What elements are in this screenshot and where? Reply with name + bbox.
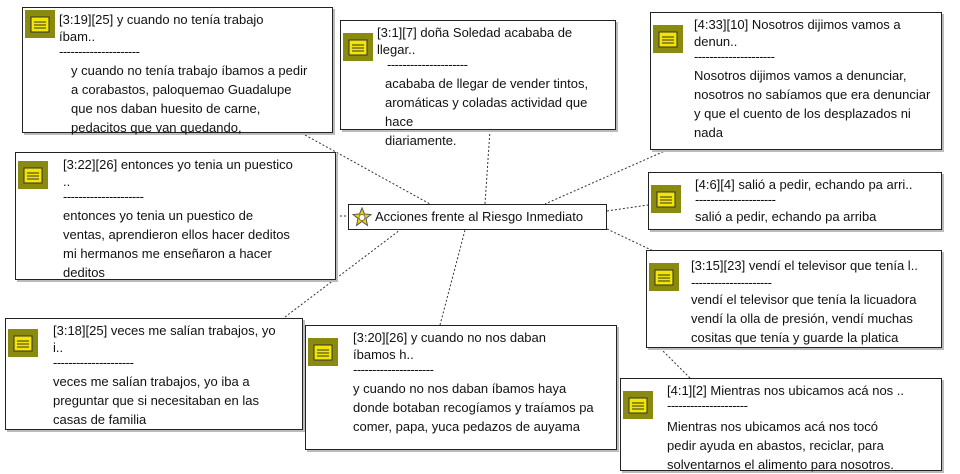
quote-title-line: llegar.. — [377, 42, 416, 57]
quote-separator: --------------------- — [53, 355, 134, 370]
memo-icon — [649, 263, 679, 291]
quote-title-line: [3:20][26] y cuando no nos daban — [353, 330, 546, 345]
quote-separator: --------------------- — [387, 57, 468, 72]
quote-separator: --------------------- — [691, 275, 772, 290]
quote-node[interactable]: [3:15][23] vendí el televisor que tenía … — [646, 250, 942, 348]
quote-separator: --------------------- — [667, 398, 748, 413]
quote-separator: --------------------- — [63, 189, 144, 204]
quote-body: salió a pedir, echando pa arriba — [695, 209, 877, 224]
connector-n7 — [284, 229, 401, 318]
quote-separator: --------------------- — [59, 44, 140, 59]
quote-node[interactable]: [4:6][4] salió a pedir, echando pa arri.… — [648, 172, 942, 230]
connector-n8 — [439, 229, 466, 326]
quote-body: entonces yo tenia un puestico de ventas,… — [63, 208, 290, 280]
quote-body: y cuando no nos daban íbamos haya donde … — [353, 381, 594, 434]
quote-title-line: [4:6][4] salió a pedir, echando pa arri.… — [695, 177, 913, 192]
quote-title-line: íbamos h.. — [353, 347, 414, 362]
quote-title-line: [3:18][25] veces me salían trabajos, yo — [53, 323, 276, 338]
memo-icon — [343, 33, 373, 61]
quote-title-line: .. — [63, 174, 71, 189]
memo-icon — [623, 391, 653, 419]
quote-separator: --------------------- — [353, 362, 434, 377]
quote-separator: --------------------- — [694, 49, 775, 64]
connector-n5 — [606, 204, 649, 212]
connector-n2 — [484, 129, 491, 205]
quote-node[interactable]: [3:20][26] y cuando no nos daban íbamos … — [305, 325, 617, 450]
quote-title-line: [3:19][25] y cuando no tenía trabajo — [59, 12, 264, 27]
memo-icon — [8, 329, 38, 357]
center-node-label: Acciones frente al Riesgo Inmediato — [375, 209, 584, 224]
quote-title-line: i.. — [53, 340, 64, 355]
quote-body: Nosotros dijimos vamos a denunciar, noso… — [694, 68, 931, 140]
quote-body: y cuando no tenía trabajo íbamos a pedir… — [71, 63, 308, 135]
quote-body: vendí el televisor que tenía la licuador… — [691, 292, 917, 345]
quote-node[interactable]: [4:33][10] Nosotros dijimos vamos a denu… — [650, 12, 942, 150]
quote-title-line: [4:33][10] Nosotros dijimos vamos a — [694, 17, 901, 32]
quote-body: acababa de llegar de vender tintos, arom… — [385, 76, 589, 148]
quote-title-line: denun.. — [694, 34, 738, 49]
quote-body: veces me salían trabajos, yo iba a pregu… — [53, 374, 259, 427]
center-node[interactable]: Acciones frente al Riesgo Inmediato — [348, 204, 607, 230]
quote-title-line: íbam.. — [59, 29, 96, 44]
quote-title-line: [3:15][23] vendí el televisor que tenía … — [691, 258, 918, 273]
quote-title-line: [3:22][26] entonces yo tenia un puestico — [63, 157, 293, 172]
quote-node[interactable]: [4:1][2] Mientras nos ubicamos acá nos .… — [620, 378, 942, 472]
memo-icon — [25, 10, 55, 38]
connector-n9 — [659, 347, 691, 379]
quote-title-line: [4:1][2] Mientras nos ubicamos acá nos .… — [667, 383, 905, 398]
memo-icon — [308, 338, 338, 366]
quote-node[interactable]: [3:19][25] y cuando no tenía trabajo íba… — [22, 7, 333, 135]
quote-node[interactable]: [3:22][26] entonces yo tenia un puestico… — [15, 152, 336, 280]
quote-node[interactable]: [3:1][7] doña Soledad acababa de llegar.… — [340, 20, 616, 148]
memo-icon — [653, 25, 683, 53]
quote-title-line: [3:1][7] doña Soledad acababa de — [377, 25, 573, 40]
quote-body: Mientras nos ubicamos acá nos tocó pedir… — [667, 419, 894, 472]
memo-icon — [18, 161, 48, 189]
quote-node[interactable]: [3:18][25] veces me salían trabajos, yo … — [5, 318, 303, 430]
network-star-icon — [351, 206, 373, 230]
connector-n6 — [606, 228, 667, 258]
quote-separator: --------------------- — [695, 192, 776, 207]
memo-icon — [651, 185, 681, 213]
